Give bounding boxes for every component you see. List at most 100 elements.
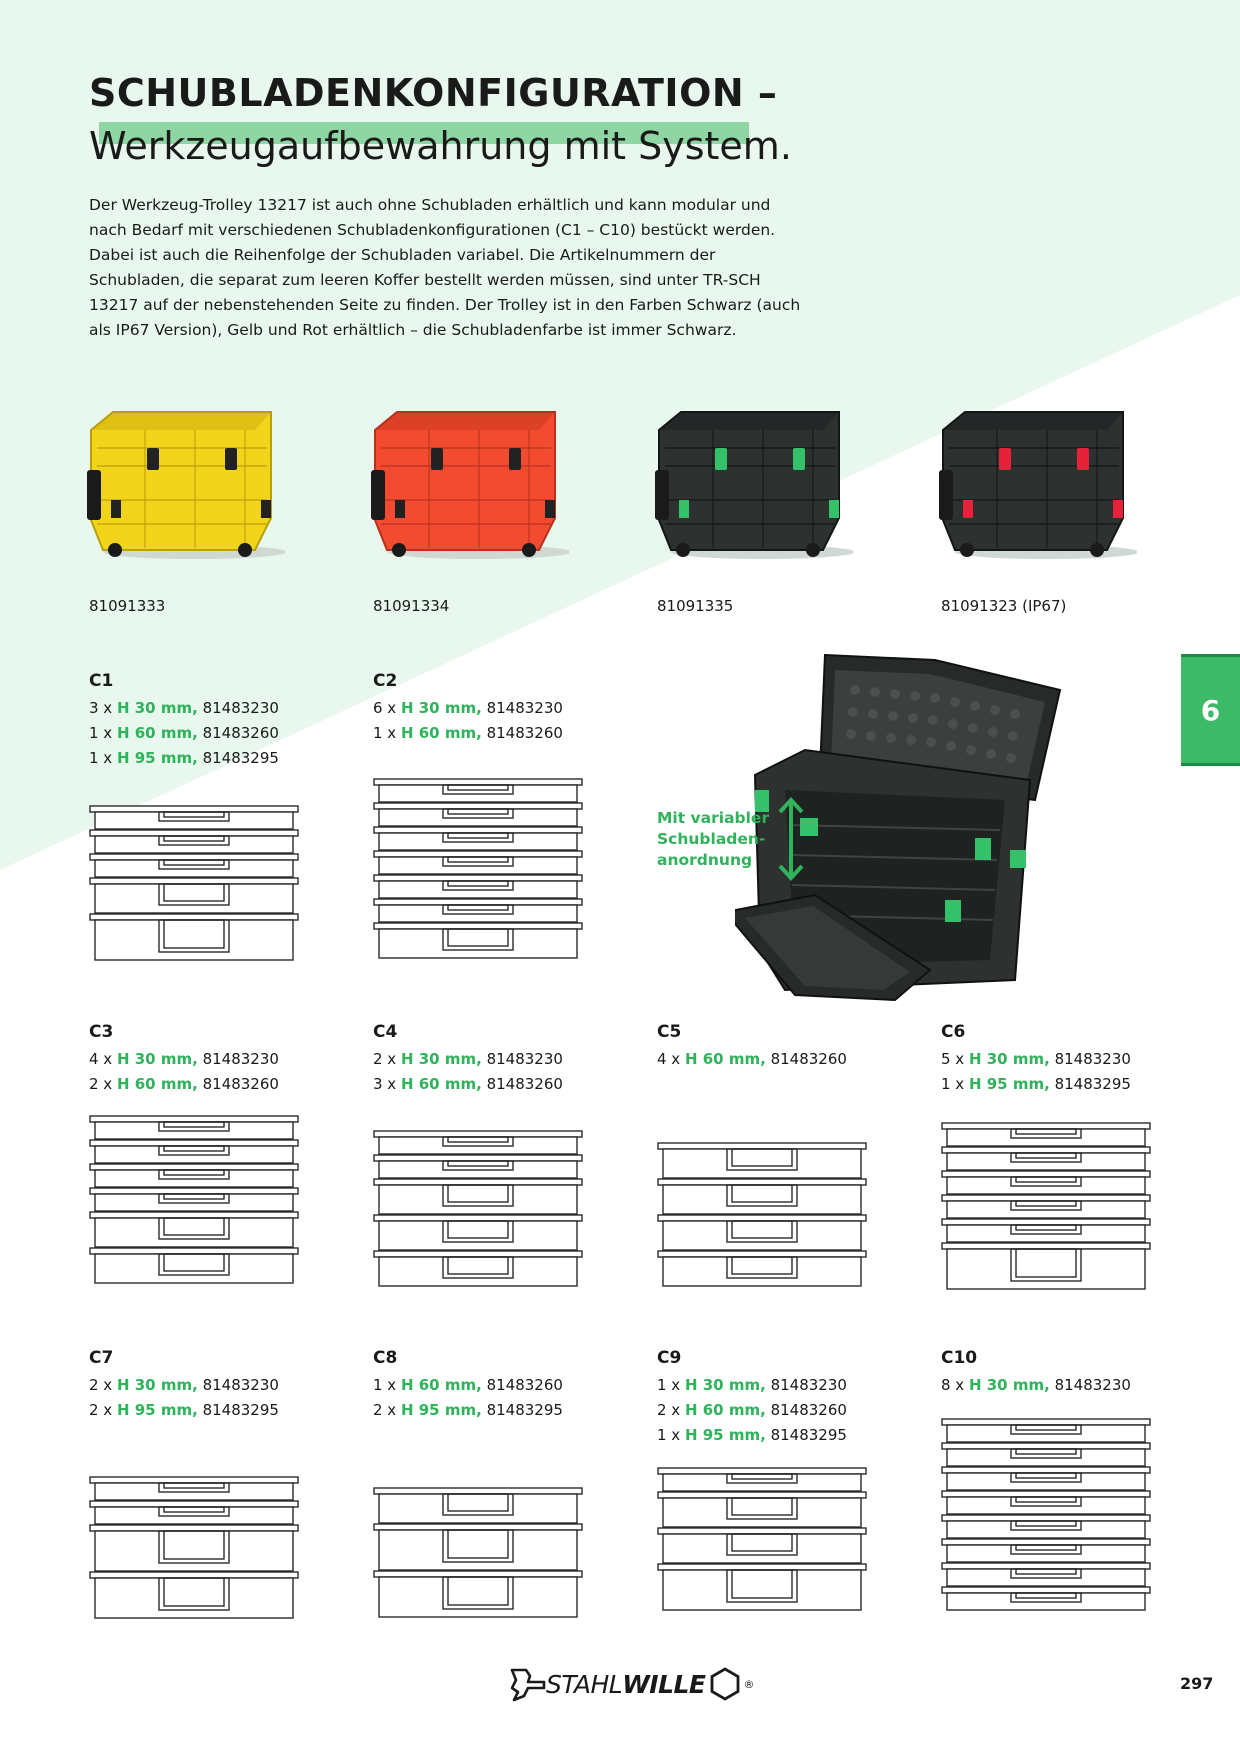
title-dash: – (744, 71, 778, 115)
trolley-wheel (522, 543, 536, 557)
config-title: C4 (373, 1022, 398, 1042)
trolley-latch (147, 448, 159, 470)
trolley-wheel (1090, 543, 1104, 557)
drawer-handle-inner (731, 1256, 793, 1275)
trolley-latch (999, 448, 1011, 470)
drawer-60 (657, 1142, 867, 1179)
config-height: H 60 mm, (116, 724, 198, 742)
drawer-handle-inner (163, 1145, 225, 1152)
drawer-60 (373, 1178, 583, 1215)
drawer-body (378, 1256, 578, 1287)
config-article-number: 81483260 (765, 1050, 847, 1068)
drawer-lip (657, 1491, 867, 1499)
title-bold-text: SCHUBLADENKONFIGURATION (89, 71, 745, 115)
section-tab[interactable]: 6 (1181, 654, 1240, 766)
drawer-handle-inner (1015, 1592, 1077, 1599)
trolley-latch (261, 500, 271, 518)
trolley-body (658, 411, 840, 551)
drawer-lip (373, 1487, 583, 1495)
drawer-handle-inner (731, 1184, 793, 1203)
trolley-latch (963, 500, 973, 518)
drawer-body (378, 1184, 578, 1215)
drawer-handle-inner (163, 835, 225, 842)
config-line-list: 4 x H 60 mm, 81483260 (657, 1047, 847, 1072)
drawer-lip (941, 1586, 1151, 1594)
drawer-handle-inner (1015, 1224, 1077, 1231)
config-height: H 95 mm, (968, 1075, 1050, 1093)
config-height: H 60 mm, (116, 1075, 198, 1093)
config-quantity: 1 x (657, 1426, 685, 1444)
config-quantity: 4 x (89, 1050, 117, 1068)
drawer-lip (657, 1214, 867, 1222)
wrench-logo-icon (510, 1668, 546, 1702)
drawer-lip (657, 1467, 867, 1475)
config-line: 6 x H 30 mm, 81483230 (373, 696, 563, 721)
drawer-lip (941, 1466, 1151, 1474)
config-height: H 30 mm, (116, 1376, 198, 1394)
mint-background-band (0, 0, 1240, 870)
drawer-30 (941, 1538, 1151, 1563)
drawer-body (662, 1497, 862, 1528)
drawer-body (662, 1533, 862, 1564)
config-height: H 95 mm, (116, 1401, 198, 1419)
drawer-stack (89, 805, 299, 961)
drawer-lip (89, 805, 299, 813)
drawer-lip (89, 1247, 299, 1255)
trolley-latch (679, 500, 689, 518)
trolley-image (371, 411, 569, 559)
drawer-stack (657, 1467, 867, 1611)
drawer-95 (657, 1563, 867, 1611)
drawer-lip (373, 1214, 583, 1222)
config-quantity: 1 x (89, 749, 117, 767)
config-line-list: 8 x H 30 mm, 81483230 (941, 1373, 1131, 1398)
drawer-30 (941, 1218, 1151, 1243)
config-quantity: 4 x (657, 1050, 685, 1068)
drawer-handle-inner (447, 928, 509, 947)
config-line: 2 x H 30 mm, 81483230 (373, 1047, 563, 1072)
config-height: H 30 mm, (400, 699, 482, 717)
trolley-image (655, 411, 853, 559)
drawer-lip (657, 1563, 867, 1571)
drawer-60 (89, 1247, 299, 1284)
drawer-handle-inner (163, 1121, 225, 1128)
drawer-handle-inner (731, 1569, 793, 1599)
drawer-lip (941, 1194, 1151, 1202)
config-height: H 60 mm, (684, 1401, 766, 1419)
config-quantity: 1 x (89, 724, 117, 742)
config-line: 1 x H 95 mm, 81483295 (941, 1072, 1131, 1097)
drawer-body (94, 883, 294, 914)
config-title: C8 (373, 1348, 398, 1368)
drawer-stack (373, 778, 583, 959)
drawer-handle-inner (447, 1160, 509, 1167)
drawer-30 (89, 829, 299, 854)
config-line: 5 x H 30 mm, 81483230 (941, 1047, 1131, 1072)
config-title: C3 (89, 1022, 114, 1042)
config-height: H 60 mm, (400, 1075, 482, 1093)
config-line: 8 x H 30 mm, 81483230 (941, 1373, 1131, 1398)
config-line: 1 x H 95 mm, 81483295 (89, 746, 279, 771)
drawer-30 (373, 850, 583, 875)
page-subtitle: Werkzeugaufbewahrung mit System. (89, 124, 792, 168)
page-number: 297 (1180, 1674, 1214, 1693)
config-quantity: 2 x (89, 1401, 117, 1419)
drawer-lip (373, 1154, 583, 1162)
trolley-body (374, 411, 556, 551)
config-article-number: 81483295 (197, 749, 279, 767)
trolley-handle (655, 470, 669, 520)
drawer-lip (89, 853, 299, 861)
drawer-30 (89, 805, 299, 830)
drawer-60 (373, 1487, 583, 1524)
config-article-number: 81483230 (197, 699, 279, 717)
drawer-handle-inner (1015, 1176, 1077, 1183)
drawer-60 (373, 1250, 583, 1287)
drawer-60 (657, 1178, 867, 1215)
trolley-latch (509, 448, 521, 470)
drawer-30 (941, 1562, 1151, 1587)
